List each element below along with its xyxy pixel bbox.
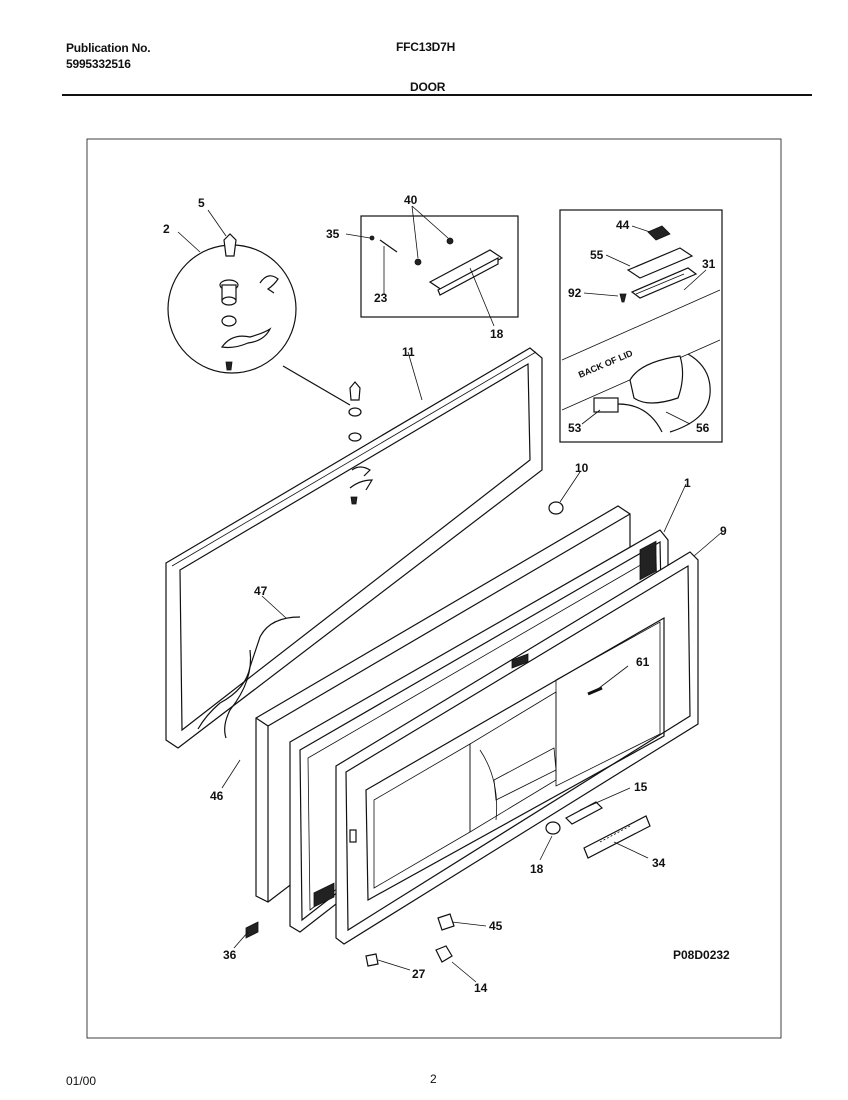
connector-icon [593, 397, 619, 413]
handle-icon [428, 249, 504, 291]
callout-5: 5 [198, 196, 205, 210]
hinge-detail-circle [167, 233, 351, 406]
screw-icon [225, 361, 233, 371]
leader-lines [177, 205, 723, 983]
callout-56: 56 [696, 421, 710, 435]
inner-door-panel [313, 551, 699, 945]
hinge-pin-icon [223, 233, 237, 257]
callout-18-handle: 18 [490, 327, 504, 341]
callout-44: 44 [616, 218, 630, 232]
knob-icon [545, 821, 561, 835]
page-number: 2 [430, 1072, 437, 1086]
lid-liner-frame [165, 347, 543, 749]
callout-10: 10 [575, 461, 589, 475]
callout-23: 23 [374, 291, 388, 305]
callout-31: 31 [702, 257, 716, 271]
callout-16: 18 [530, 862, 544, 876]
light-switch-icon [647, 225, 671, 241]
callout-35: 35 [326, 227, 340, 241]
header-rule [62, 94, 812, 96]
model-number: FFC13D7H [396, 40, 456, 54]
callout-46: 46 [210, 789, 224, 803]
hinge-arm-icon [220, 327, 272, 349]
thermostat-icon [565, 801, 603, 825]
callout-2: 2 [163, 222, 170, 236]
plug-icon [548, 501, 564, 515]
handle-inset [360, 215, 519, 318]
callout-47: 47 [254, 584, 268, 598]
light-housing-icon [626, 247, 694, 279]
heater-wire [197, 616, 301, 730]
callout-40: 40 [404, 193, 418, 207]
bracket-45-icon [437, 913, 455, 931]
section-title: DOOR [410, 80, 446, 94]
clip-icon [259, 275, 279, 294]
pin-icon [379, 239, 398, 253]
screw-icon [619, 293, 627, 303]
callout-61: 61 [636, 655, 650, 669]
callout-9: 9 [720, 524, 727, 538]
hinge-14-icon [435, 945, 453, 963]
lid-light-inset: BACK OF LID [559, 209, 723, 443]
hinge-hardware [348, 381, 564, 515]
callout-36: 36 [223, 948, 237, 962]
thermostat-parts [545, 801, 651, 859]
clip-36-icon [245, 921, 259, 939]
callout-45: 45 [489, 919, 503, 933]
callout-27: 27 [412, 967, 426, 981]
callout-92: 92 [568, 286, 582, 300]
gasket-corner-icon [639, 540, 657, 581]
callout-1: 1 [684, 476, 691, 490]
diagram-frame [86, 138, 782, 1039]
callout-53: 53 [568, 421, 582, 435]
back-of-lid-label: BACK OF LID [577, 348, 635, 380]
washer-icon [221, 315, 237, 327]
publication-label: Publication No. [66, 41, 151, 55]
control-cover-icon [583, 815, 651, 859]
callout-14: 14 [474, 981, 488, 995]
callout-55: 55 [590, 248, 604, 262]
screw-27-icon [365, 953, 379, 967]
callout-34: 34 [652, 856, 666, 870]
callout-15: 15 [634, 780, 648, 794]
lamp-socket-icon [629, 355, 684, 404]
footer-date: 01/00 [66, 1074, 97, 1088]
figure-code: P08D0232 [673, 948, 730, 962]
publication-number: 5995332516 [66, 57, 131, 71]
callout-11: 11 [402, 345, 415, 359]
